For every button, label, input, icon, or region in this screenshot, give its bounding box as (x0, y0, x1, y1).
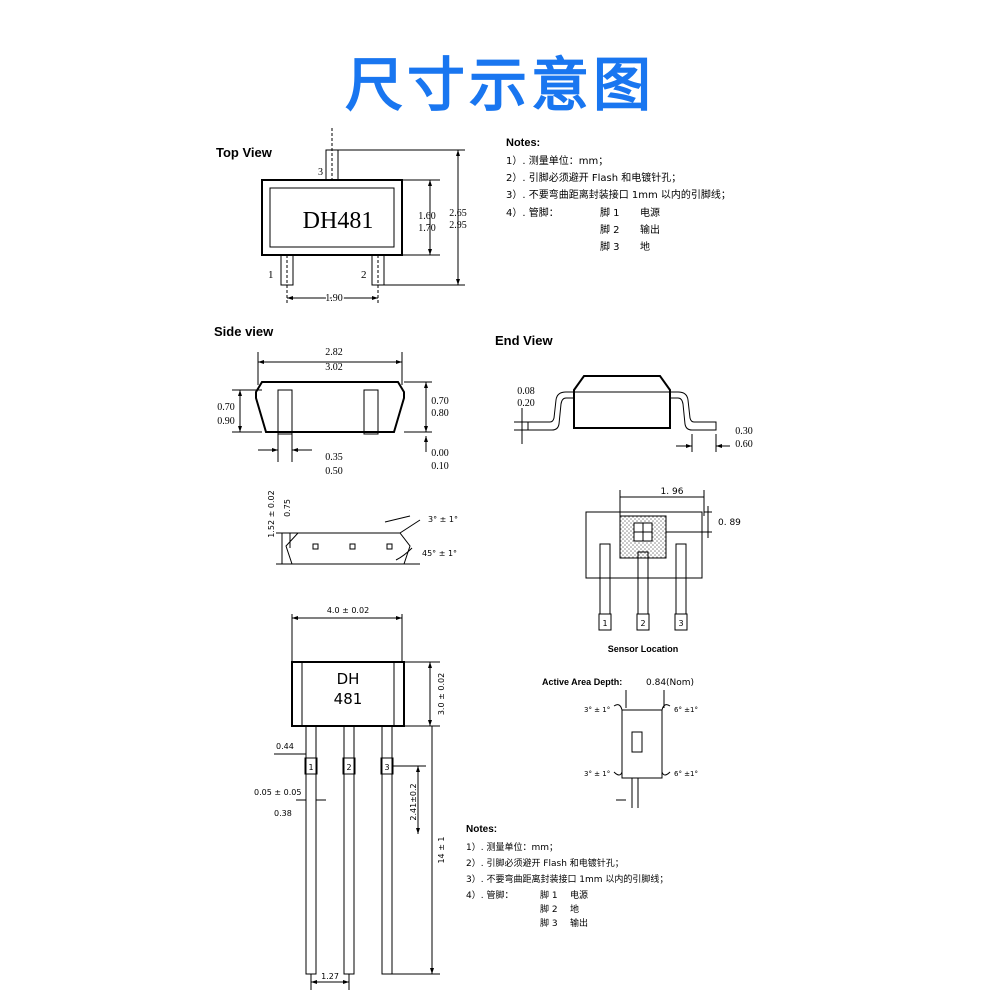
notes-bottom-pin3: 脚 3 (540, 918, 558, 929)
top-pin-2-label: 2 (361, 269, 367, 281)
to92-pin-1: 1 (308, 763, 313, 772)
notes-bottom-4: 4）. 管脚： (466, 889, 513, 901)
notes-bottom: Notes: 1）. 测量单位：mm； 2）. 引脚必须避开 Flash 和电镀… (466, 824, 668, 929)
end-view: End View 0.08 0.20 0.30 0.60 (495, 333, 753, 452)
active-area-label: Active Area Depth: (542, 677, 622, 687)
side-length-a: 2.82 (325, 347, 343, 358)
active-area-body (621, 709, 663, 779)
to92-lead-gap: 0.05 ± 0.05 (254, 788, 301, 797)
top-view-label: Top View (216, 145, 273, 160)
notes-bottom-pin2-func: 地 (570, 903, 579, 915)
to92-lead-len: 14 ± 1 (437, 836, 446, 863)
side-view: Side view 2.82 3.02 0.70 0.90 0.70 0.80 (214, 324, 449, 477)
top-total-h-b: 2.95 (449, 220, 467, 231)
to92-pitch: 1.27 (321, 972, 339, 981)
notes-bottom-2: 2）. 引脚必须避开 Flash 和电镀针孔； (466, 857, 624, 869)
notes-top-3: 3）. 不要弯曲距离封装接口 1mm 以内的引脚线； (506, 188, 731, 201)
notes-top-pin3-func: 地 (640, 240, 650, 253)
to92-view: 4.0 ± 0.02 DH 481 3.0 ± 0.02 1 2 3 0.44 … (254, 606, 446, 990)
sensor-pin-2: 2 (640, 619, 645, 628)
top-pitch-dim: 1.90 (325, 293, 343, 304)
notes-bottom-3: 3）. 不要弯曲距离封装接口 1mm 以内的引脚线； (466, 873, 668, 885)
notes-top-pin1-func: 电源 (640, 206, 660, 219)
side-lead-right (363, 389, 379, 435)
active-angle-b: 6° ±1° (674, 706, 698, 714)
side-view-label: Side view (214, 324, 274, 339)
to92-height: 3.0 ± 0.02 (437, 673, 446, 715)
top-view: Top View DH481 3 1 2 1.90 1.60 1.70 (216, 128, 467, 306)
side-thick-b: 0.90 (217, 416, 235, 427)
side-lead-w-b: 0.50 (325, 466, 343, 477)
notes-bottom-1: 1）. 测量单位：mm； (466, 841, 558, 853)
top-pin-1-label: 1 (268, 269, 274, 281)
side-thick2-b: 0.80 (431, 408, 449, 419)
active-area-die (631, 731, 643, 753)
sensor-dim-h: 0. 89 (718, 518, 741, 528)
profile-h152: 1.52 ± 0.02 (267, 490, 276, 537)
side-length-b: 3.02 (325, 362, 343, 373)
side-lead-left (277, 389, 293, 435)
active-area: Active Area Depth: 0.84(Nom) 3° ± 1° 6° … (542, 677, 698, 808)
side-lead-w-a: 0.35 (325, 452, 343, 463)
sensor-pin-3: 3 (678, 619, 683, 628)
sensor-dim-w: 1. 96 (661, 487, 684, 497)
side-thick-a: 0.70 (217, 402, 235, 413)
to92-pin-2: 2 (346, 763, 351, 772)
top-view-marking: DH481 (303, 208, 374, 234)
notes-bottom-pin3-func: 输出 (570, 917, 588, 929)
profile-h075: 0.75 (283, 499, 292, 517)
active-angle-d: 6° ±1° (674, 770, 698, 778)
notes-bottom-pin1-func: 电源 (570, 889, 588, 901)
notes-top: Notes: 1）. 测量单位：mm； 2）. 引脚必须避开 Flash 和电镀… (506, 137, 731, 253)
top-body-h-a: 1.60 (418, 211, 436, 222)
side-standoff-b: 0.10 (431, 461, 449, 472)
end-foot-b: 0.60 (735, 439, 753, 450)
notes-top-4: 4）. 管脚： (506, 206, 559, 219)
sensor-body (585, 511, 703, 579)
top-total-h-a: 2.65 (449, 208, 467, 219)
notes-bottom-heading: Notes: (466, 824, 497, 835)
active-angle-c: 3° ± 1° (584, 770, 610, 778)
profile-angle3: 3° ± 1° (428, 515, 458, 524)
notes-top-heading: Notes: (506, 137, 540, 149)
notes-top-pin2-func: 输出 (640, 223, 660, 236)
to92-lead-w: 0.44 (276, 742, 294, 751)
to92-marking-1: DH (337, 670, 360, 688)
notes-top-pin3: 脚 3 (600, 240, 620, 253)
active-angle-a: 3° ± 1° (584, 706, 610, 714)
top-view-body-inner (269, 187, 395, 248)
sensor-location-label: Sensor Location (608, 644, 679, 654)
active-area-value: 0.84(Nom) (646, 678, 694, 688)
to92-width: 4.0 ± 0.02 (327, 606, 369, 615)
end-view-label: End View (495, 333, 553, 348)
page-title: 尺寸示意图 (344, 51, 655, 119)
notes-top-2: 2）. 引脚必须避开 Flash 和电镀针孔； (506, 171, 681, 184)
end-lead-right (670, 391, 717, 431)
notes-top-1: 1）. 测量单位：mm； (506, 154, 608, 167)
sensor-location: 1. 96 0. 89 1 2 3 Sensor Location (585, 487, 741, 654)
end-lead-t-b: 0.20 (517, 398, 535, 409)
end-lead-t-a: 0.08 (517, 386, 535, 397)
to92-lead-t: 0.38 (274, 809, 292, 818)
top-body-h-b: 1.70 (418, 223, 436, 234)
side-thick2-a: 0.70 (431, 396, 449, 407)
side-standoff-a: 0.00 (431, 448, 449, 459)
to92-lead-bend: 2.41±0.2 (409, 783, 418, 820)
notes-top-pin1: 脚 1 (600, 206, 620, 219)
notes-bottom-pin2: 脚 2 (540, 904, 558, 915)
notes-top-pin2: 脚 2 (600, 223, 620, 236)
to92-pin-3: 3 (384, 763, 389, 772)
end-lead-left (527, 391, 574, 431)
side-body (255, 381, 405, 433)
to92-marking-2: 481 (334, 690, 363, 708)
notes-bottom-pin1: 脚 1 (540, 890, 558, 901)
to92-lead-3 (381, 725, 393, 975)
end-foot-a: 0.30 (735, 426, 753, 437)
side-profile: 1.52 ± 0.02 0.75 3° ± 1° 45° ± 1° (267, 490, 458, 565)
profile-angle45: 45° ± 1° (422, 549, 457, 558)
end-body (573, 375, 671, 429)
sensor-pin-1: 1 (602, 619, 607, 628)
top-pin-3-label: 3 (318, 167, 323, 178)
